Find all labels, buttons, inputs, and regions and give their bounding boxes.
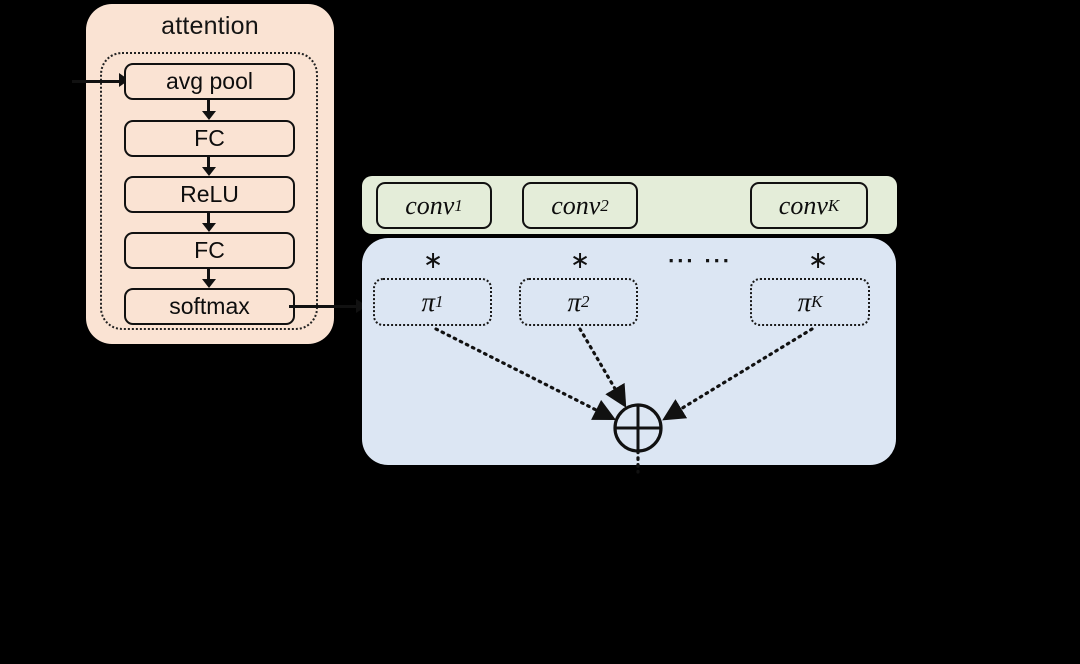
softmax-output-line [289,305,357,308]
conv-kernel-2-base: conv [551,190,601,220]
softmax-output-arrow-icon [356,298,367,313]
conv-kernel-2-sub: 2 [600,195,609,215]
multiply-operator-1-icon: ∗ [422,247,444,274]
conv-kernel-k-base: conv [778,190,828,220]
layer-fc-1[interactable]: FC [124,120,295,157]
multiply-operator-2-icon: ∗ [569,247,591,274]
layer-avg-pool[interactable]: avg pool [124,63,295,100]
attention-weight-1-base: π [421,286,436,317]
attention-dotted-border [100,52,318,330]
attention-weight-2-base: π [567,286,582,317]
layer-fc-2[interactable]: FC [124,232,295,269]
input-arrow-icon [72,73,129,87]
arrow-fc2-to-softmax-icon [201,269,216,288]
attention-weight-2-sub: 2 [581,292,590,311]
conv-kernel-k-sub: K [827,195,840,215]
layer-relu[interactable]: ReLU [124,176,295,213]
attention-title: attention [161,12,259,40]
layer-softmax[interactable]: softmax [124,288,295,325]
conv-kernel-1-sub: 1 [454,195,463,215]
arrow-avgpool-to-fc1-icon [201,100,216,120]
conv-kernel-1-base: conv [405,190,455,220]
attention-weight-k-sub: K [811,292,823,311]
arrow-relu-to-fc2-icon [201,213,216,232]
multiply-operator-k-icon: ∗ [807,247,829,274]
attention-weight-1-sub: 1 [435,292,444,311]
ellipsis-separator: ∙∙∙ ∙∙∙ [668,248,732,273]
arrow-fc1-to-relu-icon [201,157,216,176]
attention-weight-k-base: π [797,286,812,317]
